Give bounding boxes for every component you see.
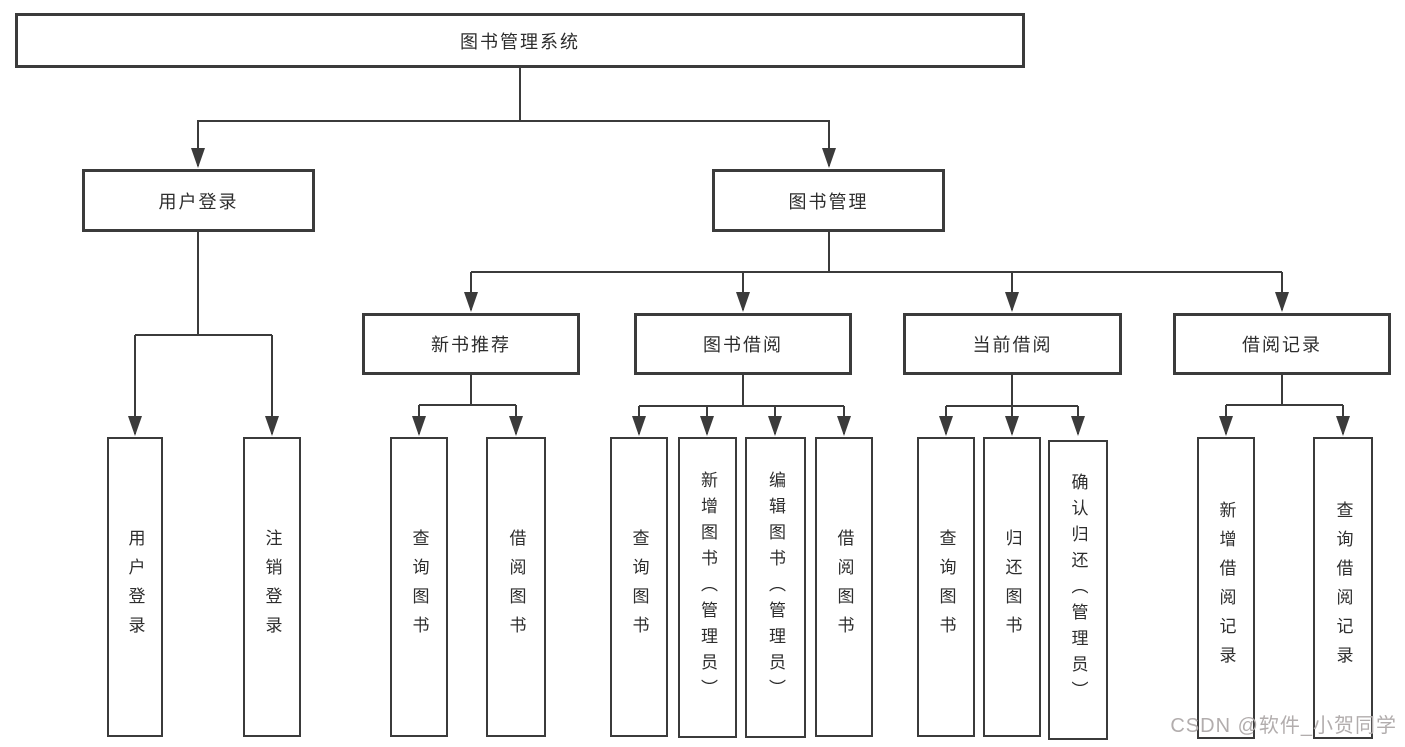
node-add-borrow-record: 新增借阅记录: [1197, 437, 1255, 739]
node-user-login-leaf: 用户登录: [107, 437, 163, 737]
node-query-books: 查询图书: [917, 437, 975, 737]
node-edit-books-admin: 编辑图书（管理员）: [745, 437, 806, 738]
node-label: 新书推荐: [431, 335, 511, 355]
node-current-borrowing: 当前借阅: [903, 313, 1122, 375]
node-label: 当前借阅: [972, 335, 1053, 355]
node-label: 注销登录: [262, 529, 282, 645]
node-label: 借阅记录: [1242, 335, 1322, 355]
node-label: 归还图书: [1002, 529, 1022, 645]
node-label: 用户登录: [125, 529, 145, 645]
node-label: 借阅图书: [506, 529, 526, 645]
node-label: 查询借阅记录: [1333, 501, 1353, 675]
node-label: 图书管理系统: [460, 31, 580, 52]
watermark: CSDN @软件_小贺同学: [1170, 715, 1397, 737]
node-add-books-admin: 新增图书（管理员）: [678, 437, 737, 738]
node-book-borrowing: 图书借阅: [634, 313, 852, 375]
node-query-books: 查询图书: [390, 437, 448, 737]
node-label: 新增图书（管理员）: [698, 470, 717, 705]
node-label: 用户登录: [158, 191, 239, 212]
node-query-books: 查询图书: [610, 437, 668, 737]
node-label: 图书借阅: [703, 335, 783, 355]
node-label: 查询图书: [629, 529, 649, 645]
node-return-books: 归还图书: [983, 437, 1041, 737]
node-query-borrow-record: 查询借阅记录: [1313, 437, 1373, 739]
node-logout: 注销登录: [243, 437, 301, 737]
node-library-management-system: 图书管理系统: [15, 13, 1025, 68]
node-label: 新增借阅记录: [1216, 501, 1236, 675]
node-borrow-books: 借阅图书: [486, 437, 546, 737]
node-user-login: 用户登录: [82, 169, 315, 232]
node-borrow-books: 借阅图书: [815, 437, 873, 737]
node-new-book-recommendation: 新书推荐: [362, 313, 580, 375]
node-label: 查询图书: [409, 529, 429, 645]
node-borrowing-records: 借阅记录: [1173, 313, 1391, 375]
node-label: 借阅图书: [834, 529, 854, 645]
node-confirm-return-admin: 确认归还（管理员）: [1048, 440, 1108, 740]
node-label: 编辑图书（管理员）: [766, 470, 785, 705]
node-book-management: 图书管理: [712, 169, 945, 232]
node-label: 查询图书: [936, 529, 956, 645]
node-label: 图书管理: [788, 191, 869, 212]
node-label: 确认归还（管理员）: [1068, 473, 1088, 707]
